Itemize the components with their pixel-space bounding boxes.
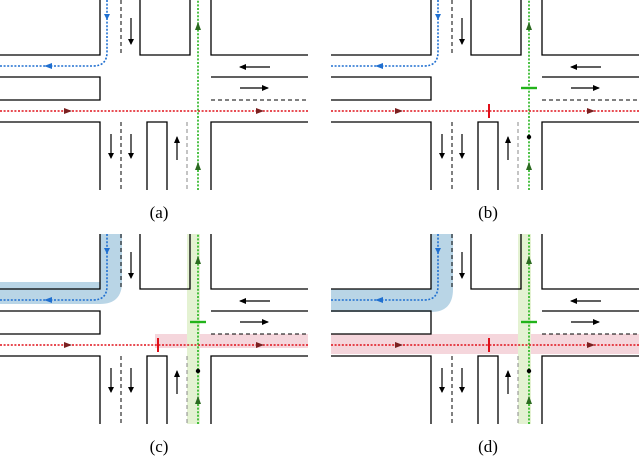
lane-arrows (108, 18, 270, 160)
blue-vehicle-path (331, 234, 439, 301)
red-path-highlight (155, 334, 308, 348)
blue-arrow-left-icon (44, 297, 52, 303)
red-arrow-right-icon (395, 342, 403, 348)
arrow-down-icon (459, 252, 465, 279)
lane-arrows (439, 252, 601, 394)
lane-dividers (451, 0, 639, 190)
blue-arrow-down-icon (435, 248, 441, 254)
intersection-diagram (331, 0, 639, 190)
arrow-down-icon (128, 252, 134, 279)
green-arrow-up-icon (526, 162, 532, 170)
green-arrow-up-icon (195, 256, 201, 264)
intersection-diagram (0, 234, 308, 424)
green-arrow-up-icon (195, 396, 201, 404)
arrow-left-icon (239, 298, 270, 304)
road-edges (0, 234, 308, 424)
blue-arrow-down-icon (104, 248, 110, 254)
caption-b: (b) (478, 203, 498, 222)
red-arrow-right-icon (256, 108, 264, 114)
blue-arrow-down-icon (104, 14, 110, 20)
arrow-up-icon (174, 136, 180, 160)
arrow-down-icon (108, 368, 114, 393)
blue-vehicle-path (0, 234, 108, 301)
blue-path-highlight (331, 234, 453, 312)
panel-c (0, 234, 308, 424)
green-arrow-up-icon (195, 162, 201, 170)
intersection-diagram (0, 0, 308, 190)
caption-c: (c) (149, 437, 169, 456)
lane-dividers (120, 0, 308, 190)
green-arrow-up-icon (526, 22, 532, 30)
arrow-left-icon (239, 64, 270, 70)
vehicle-paths (331, 0, 639, 190)
arrow-right-icon (571, 319, 600, 325)
red-arrow-right-icon (64, 108, 72, 114)
arrow-down-icon (128, 18, 134, 45)
lane-dividers (451, 234, 639, 424)
arrow-up-icon (505, 370, 511, 394)
panel-b (331, 0, 639, 190)
panel-a (0, 0, 308, 190)
green-vehicle-dot (526, 368, 532, 374)
blue-vehicle-path (331, 0, 439, 67)
intersection-diagram (331, 234, 639, 424)
blue-vehicle-path (0, 0, 108, 67)
road-edges (0, 0, 308, 190)
caption-a: (a) (149, 203, 169, 222)
arrow-left-icon (570, 298, 601, 304)
green-arrow-up-icon (526, 256, 532, 264)
arrow-left-icon (570, 64, 601, 70)
blue-arrow-left-icon (375, 297, 383, 303)
arrow-right-icon (240, 85, 269, 91)
red-arrow-right-icon (587, 342, 595, 348)
lane-dividers (120, 234, 308, 424)
vehicle-paths (0, 0, 308, 190)
arrow-down-icon (459, 134, 465, 159)
green-arrow-up-icon (195, 22, 201, 30)
arrow-right-icon (571, 85, 600, 91)
red-path-highlight (331, 334, 639, 354)
green-vehicle-dot (195, 368, 201, 374)
blue-path-highlight (0, 234, 122, 304)
path-highlights (0, 234, 308, 424)
arrow-up-icon (174, 370, 180, 394)
blue-arrow-left-icon (375, 63, 383, 69)
lane-arrows (439, 18, 601, 160)
lane-arrows (108, 252, 270, 394)
arrow-down-icon (108, 134, 114, 159)
red-arrow-right-icon (64, 342, 72, 348)
blue-arrow-left-icon (44, 63, 52, 69)
arrow-down-icon (439, 134, 445, 159)
road-edges (331, 234, 639, 424)
arrow-right-icon (240, 319, 269, 325)
red-arrow-right-icon (587, 108, 595, 114)
caption-d: (d) (478, 437, 498, 456)
arrow-down-icon (128, 368, 134, 393)
vehicle-paths (0, 234, 308, 424)
green-arrow-up-icon (526, 396, 532, 404)
path-highlights (331, 234, 639, 424)
arrow-down-icon (439, 368, 445, 393)
red-arrow-right-icon (256, 342, 264, 348)
arrow-up-icon (505, 136, 511, 160)
green-vehicle-dot (526, 134, 532, 140)
road-edges (331, 0, 639, 190)
red-arrow-right-icon (395, 108, 403, 114)
arrow-down-icon (128, 134, 134, 159)
arrow-down-icon (459, 18, 465, 45)
blue-arrow-down-icon (435, 14, 441, 20)
arrow-down-icon (459, 368, 465, 393)
panel-d (331, 234, 639, 424)
vehicle-paths (331, 234, 639, 424)
